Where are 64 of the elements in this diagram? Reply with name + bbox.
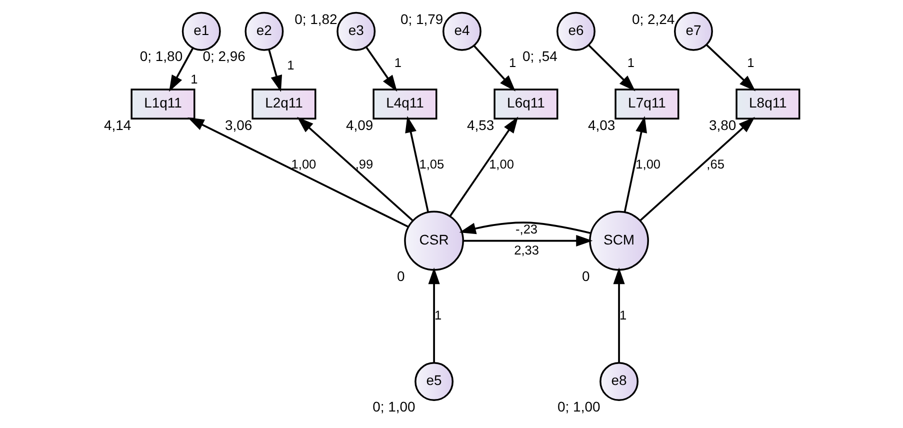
arrow bbox=[428, 268, 440, 363]
node-label: 0; 1,80 bbox=[140, 48, 183, 64]
edge-label: 1 bbox=[287, 57, 294, 72]
edge-label: 1,00 bbox=[291, 156, 316, 172]
arrow bbox=[169, 48, 194, 92]
node-label: 0; 1,00 bbox=[558, 398, 600, 414]
arrow bbox=[474, 45, 516, 92]
node-box: L4q11 bbox=[372, 88, 438, 120]
edge-label: 1 bbox=[747, 55, 754, 70]
arrow bbox=[365, 46, 398, 92]
node-label: 4,09 bbox=[346, 116, 374, 133]
node-circle: e5 bbox=[414, 362, 454, 402]
edge-label: 1 bbox=[190, 71, 198, 86]
node-label: 0; 2,96 bbox=[202, 48, 246, 64]
node-circle: e2 bbox=[244, 12, 284, 51]
node-box: L1q11 bbox=[130, 88, 196, 120]
arrow bbox=[268, 49, 282, 92]
edge-label: 1 bbox=[394, 55, 402, 70]
node-circle: e3 bbox=[336, 12, 376, 51]
edge-label: -,23 bbox=[516, 222, 538, 237]
arrow bbox=[624, 116, 647, 212]
edge-label: 1 bbox=[509, 55, 516, 70]
arrow bbox=[297, 116, 414, 222]
node-label: 0; 2,24 bbox=[632, 10, 675, 27]
node-label: 3,80 bbox=[708, 116, 736, 133]
arrow bbox=[613, 268, 625, 363]
node-circle: e8 bbox=[600, 362, 639, 402]
arrow bbox=[463, 234, 593, 247]
node-circle: e4 bbox=[442, 12, 482, 51]
arrow bbox=[188, 117, 408, 228]
node-label: 0; 1,79 bbox=[400, 10, 444, 27]
edge-label: 2,33 bbox=[514, 242, 539, 258]
node-label: 4,14 bbox=[104, 116, 132, 133]
edge-label: 1 bbox=[627, 55, 634, 70]
node-label: 0; ,54 bbox=[522, 48, 558, 64]
node-label: 0 bbox=[397, 268, 405, 284]
node-box: L6q11 bbox=[494, 88, 558, 120]
edge-label: ,99 bbox=[355, 156, 374, 172]
arrow bbox=[459, 222, 591, 234]
arrow bbox=[639, 116, 755, 222]
node-label: 0; 1,82 bbox=[294, 10, 338, 27]
edge-label: 1,00 bbox=[489, 156, 514, 172]
node-circle: e7 bbox=[674, 12, 713, 51]
edge-label: 1,05 bbox=[419, 156, 444, 172]
node-label: 3,06 bbox=[225, 116, 252, 133]
edge-label: 1 bbox=[620, 308, 627, 323]
arrow bbox=[449, 116, 518, 217]
node-label: 4,03 bbox=[588, 116, 616, 133]
arrow bbox=[706, 44, 756, 92]
edge-label: 1,00 bbox=[636, 156, 661, 172]
arrow bbox=[588, 44, 636, 92]
node-circle: e6 bbox=[556, 12, 596, 51]
node-box: L2q11 bbox=[252, 88, 316, 120]
edge-label: ,65 bbox=[706, 156, 724, 172]
node-label: 4,53 bbox=[467, 116, 494, 133]
node-box: L7q11 bbox=[614, 88, 680, 120]
node-box: L8q11 bbox=[736, 88, 800, 120]
node-circle: SCM bbox=[589, 210, 649, 271]
node-label: 0; 1,00 bbox=[372, 398, 416, 414]
edge-label: 1 bbox=[434, 308, 442, 323]
arrow bbox=[405, 116, 429, 212]
node-circle: CSR bbox=[404, 210, 464, 271]
node-label: 0 bbox=[582, 268, 590, 284]
node-circle: e1 bbox=[182, 12, 221, 51]
